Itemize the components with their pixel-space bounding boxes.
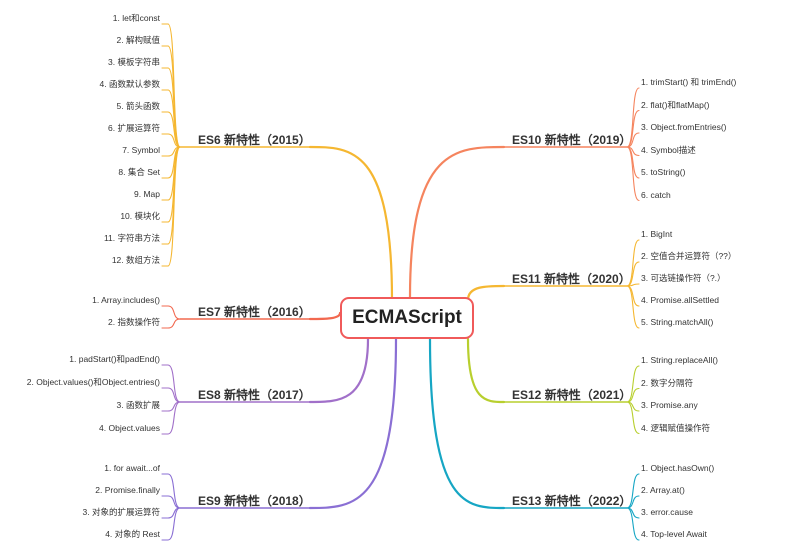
branch-node-es8[interactable]: ES8 新特性（2017）: [198, 388, 311, 402]
leaf-node-es13-4[interactable]: 4. Top-level Await: [641, 529, 707, 539]
branch-node-es10[interactable]: ES10 新特性（2019）: [512, 133, 632, 147]
leaf-node-es13-2[interactable]: 2. Array.at(): [641, 485, 685, 495]
leaf-connector-es9-0: [167, 473, 181, 509]
leaf-node-es8-4[interactable]: 4. Object.values: [99, 423, 160, 433]
leaf-connector-es11-1: [626, 261, 640, 287]
leaf-node-es12-4[interactable]: 4. 逻辑赋值操作符: [641, 422, 710, 433]
leaf-node-es11-3[interactable]: 3. 可选链操作符（?.）: [641, 273, 726, 283]
leaf-connector-es11-0: [626, 239, 640, 287]
branch-node-es9[interactable]: ES9 新特性（2018）: [198, 494, 311, 508]
branch-connector-es12: [466, 337, 506, 404]
leaf-connector-es9-3: [167, 507, 181, 541]
leaf-node-es6-4[interactable]: 4. 函数默认参数: [99, 79, 160, 89]
leaf-node-es7-1[interactable]: 1. Array.includes(): [92, 295, 160, 305]
leaf-connector-es9-1: [167, 495, 181, 509]
leaf-connector-es10-1: [626, 109, 640, 148]
branch-connector-es10: [408, 145, 506, 299]
leaf-node-es9-2[interactable]: 2. Promise.finally: [95, 485, 160, 495]
branch-node-es6[interactable]: ES6 新特性（2015）: [198, 133, 311, 147]
leaf-node-es6-2[interactable]: 2. 解构赋值: [116, 35, 160, 45]
leaf-connector-es13-3: [626, 507, 640, 541]
leaf-node-es10-6[interactable]: 6. catch: [641, 189, 671, 200]
branch-connector-es7: [308, 311, 342, 321]
leaf-node-es6-6[interactable]: 6. 扩展运算符: [108, 123, 160, 133]
leaf-node-es12-3[interactable]: 3. Promise.any: [641, 400, 698, 410]
leaf-node-es10-5[interactable]: 5. toString(): [641, 167, 686, 177]
leaf-node-es6-10[interactable]: 10. 模块化: [120, 211, 160, 221]
branch-connector-es8: [308, 337, 370, 404]
leaf-connector-es13-0: [626, 473, 640, 509]
leaf-node-es11-2[interactable]: 2. 空值合并运算符（??）: [641, 251, 737, 261]
leaf-connector-es7-0: [167, 305, 181, 320]
branch-node-es11[interactable]: ES11 新特性（2020）: [512, 272, 631, 286]
leaf-node-es6-9[interactable]: 9. Map: [134, 189, 160, 199]
leaf-node-es8-1[interactable]: 1. padStart()和padEnd(): [69, 354, 160, 364]
branch-node-es13[interactable]: ES13 新特性（2022）: [512, 494, 632, 508]
leaf-node-es6-7[interactable]: 7. Symbol: [122, 145, 160, 155]
leaf-node-es7-2[interactable]: 2. 指数操作符: [108, 317, 160, 327]
leaf-connector-es8-3: [167, 401, 181, 435]
leaf-node-es10-1[interactable]: 1. trimStart() 和 trimEnd(): [641, 77, 737, 87]
leaf-node-es6-8[interactable]: 8. 集合 Set: [118, 167, 160, 177]
leaf-node-es12-2[interactable]: 2. 数字分隔符: [641, 377, 693, 388]
leaf-node-es9-1[interactable]: 1. for await...of: [104, 463, 160, 473]
leaf-connector-es10-2: [626, 132, 640, 148]
root-node-ecmascript[interactable]: ECMAScript: [340, 297, 474, 339]
leaf-node-es9-4[interactable]: 4. 对象的 Rest: [105, 529, 160, 539]
leaf-connector-es6-4: [167, 111, 181, 148]
branch-connector-es11: [466, 284, 506, 302]
leaf-node-es11-1[interactable]: 1. BigInt: [641, 229, 673, 239]
leaf-node-es8-3[interactable]: 3. 函数扩展: [116, 400, 160, 410]
leaf-node-es9-3[interactable]: 3. 对象的扩展运算符: [82, 507, 160, 517]
leaf-connector-es7-1: [167, 318, 181, 329]
leaf-node-es6-1[interactable]: 1. let和const: [112, 13, 160, 23]
root-label: ECMAScript: [352, 307, 462, 328]
branch-node-es12[interactable]: ES12 新特性（2021）: [512, 388, 632, 402]
branch-connector-es6: [308, 145, 394, 302]
leaf-node-es11-5[interactable]: 5. String.matchAll(): [641, 317, 714, 327]
leaf-connector-es6-11: [167, 146, 181, 267]
leaf-connector-es12-3: [626, 401, 640, 435]
leaf-connector-es13-1: [626, 495, 640, 509]
branch-connector-es13: [428, 337, 506, 510]
leaf-connector-es6-5: [167, 133, 181, 148]
leaf-node-es6-12[interactable]: 12. 数组方法: [111, 255, 160, 265]
branch-node-es7[interactable]: ES7 新特性（2016）: [198, 305, 311, 319]
leaf-node-es6-5[interactable]: 5. 箭头函数: [116, 101, 160, 111]
leaf-node-es6-11[interactable]: 11. 字符串方法: [103, 233, 160, 243]
leaf-connector-es11-4: [626, 285, 640, 329]
leaf-connector-es8-1: [167, 387, 181, 403]
leaf-node-es8-2[interactable]: 2. Object.values()和Object.entries(): [26, 377, 160, 387]
leaf-node-es10-3[interactable]: 3. Object.fromEntries(): [641, 122, 727, 132]
leaf-connector-es10-5: [626, 146, 640, 202]
leaf-node-es6-3[interactable]: 3. 模板字符串: [108, 57, 160, 67]
leaf-node-es13-1[interactable]: 1. Object.hasOwn(): [641, 463, 715, 473]
leaf-node-es11-4[interactable]: 4. Promise.allSettled: [641, 295, 719, 305]
leaf-node-es12-1[interactable]: 1. String.replaceAll(): [641, 355, 719, 365]
leaf-node-es13-3[interactable]: 3. error.cause: [641, 507, 693, 517]
leaf-connector-es12-1: [626, 387, 640, 403]
leaf-connector-es12-0: [626, 365, 640, 403]
leaf-connector-es8-0: [167, 364, 181, 403]
leaf-node-es10-4[interactable]: 4. Symbol描述: [641, 144, 696, 155]
leaf-node-es10-2[interactable]: 2. flat()和flatMap(): [641, 99, 710, 110]
branch-connector-es9: [308, 337, 398, 510]
